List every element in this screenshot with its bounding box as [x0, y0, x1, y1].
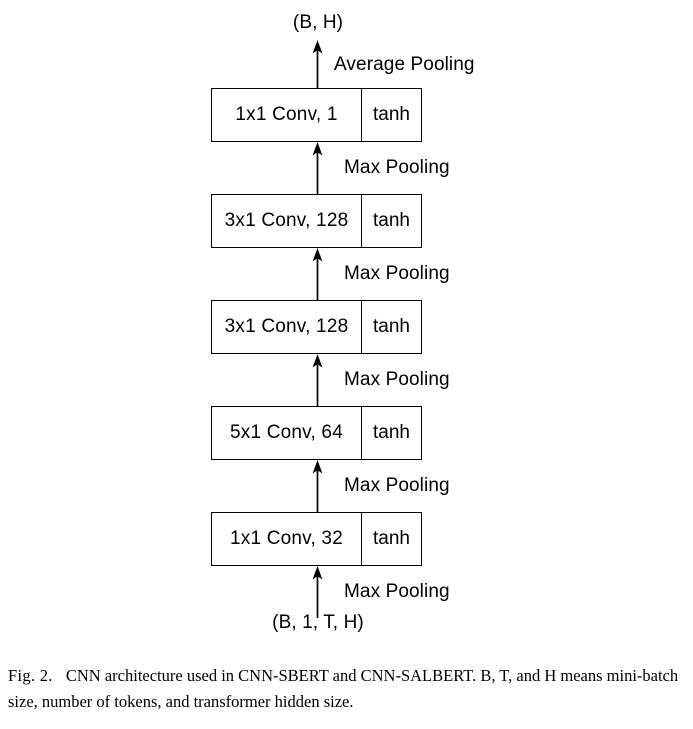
label-max-pooling-3-4: Max Pooling: [344, 263, 450, 284]
label-max-pooling-1-2: Max Pooling: [344, 475, 450, 496]
figure-number: Fig. 2.: [8, 666, 53, 685]
label-average-pooling: Average Pooling: [334, 54, 475, 75]
layer-activation-label-conv4: tanh: [361, 195, 421, 247]
label-max-pooling-input: Max Pooling: [344, 581, 450, 602]
layer-conv-label-conv3: 3x1 Conv, 128: [224, 316, 349, 337]
figure-cnn-architecture: (B, H) Average Pooling 1x1 Conv, 1 tanh …: [211, 12, 475, 633]
figure-caption: Fig. 2. CNN architecture used in CNN-SBE…: [8, 663, 690, 715]
layer-box-conv2: 5x1 Conv, 64 tanh: [211, 406, 422, 460]
layer-activation-label-conv2: tanh: [361, 407, 421, 459]
layer-conv-label-conv1: 1x1 Conv, 32: [230, 528, 343, 549]
layer-conv-label-conv4: 3x1 Conv, 128: [224, 210, 349, 231]
arrow-average-pooling: [311, 40, 324, 88]
caption-text: CNN architecture used in CNN-SBERT and C…: [8, 666, 679, 711]
layer-conv-label-conv2: 5x1 Conv, 64: [230, 422, 343, 443]
arrow-max-pooling-1-2: [311, 460, 324, 512]
layer-box-conv5: 1x1 Conv, 1 tanh: [211, 88, 422, 142]
layer-box-conv1: 1x1 Conv, 32 tanh: [211, 512, 422, 566]
layer-conv-label-conv5: 1x1 Conv, 1: [235, 104, 338, 125]
layer-activation-label-conv3: tanh: [361, 301, 421, 353]
output-shape-label: (B, H): [292, 12, 344, 33]
layer-activation-label-conv5: tanh: [361, 89, 421, 141]
arrow-max-pooling-2-3: [311, 354, 324, 406]
layer-box-conv3: 3x1 Conv, 128 tanh: [211, 300, 422, 354]
arrow-max-pooling-input: [311, 566, 324, 618]
arrow-max-pooling-4-5: [311, 142, 324, 194]
arrow-max-pooling-3-4: [311, 248, 324, 300]
layer-box-conv4: 3x1 Conv, 128 tanh: [211, 194, 422, 248]
layer-activation-label-conv1: tanh: [361, 513, 421, 565]
input-shape-label: (B, 1, T, H): [272, 612, 364, 633]
label-max-pooling-2-3: Max Pooling: [344, 369, 450, 390]
label-max-pooling-4-5: Max Pooling: [344, 157, 450, 178]
